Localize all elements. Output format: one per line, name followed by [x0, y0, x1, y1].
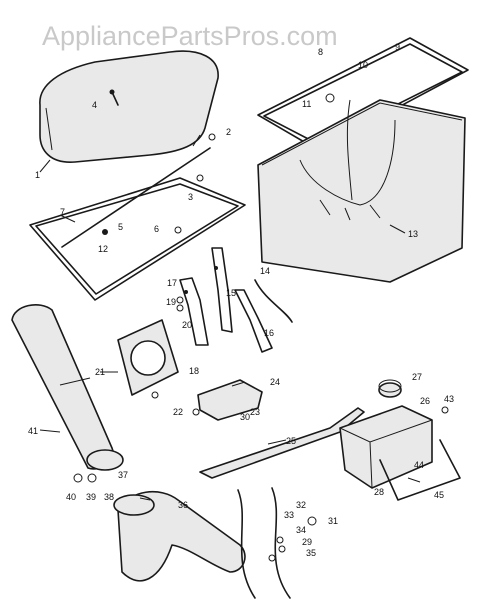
callout-11: 11 [302, 99, 311, 109]
callout-28: 28 [374, 487, 384, 497]
callout-33: 33 [284, 510, 294, 520]
callout-36: 36 [178, 500, 188, 510]
callout-2: 2 [226, 127, 231, 137]
catcher-bag [257, 93, 466, 283]
callout-40: 40 [66, 492, 76, 502]
adapter-bracket [197, 379, 263, 421]
callout-34: 34 [296, 525, 306, 535]
callout-44: 44 [414, 460, 424, 470]
callout-31: 31 [328, 516, 338, 526]
upper-frame-rail [257, 37, 469, 151]
bag-frame [29, 147, 246, 301]
housing-block [339, 405, 461, 501]
watermark-text: AppliancePartsPros.com [42, 21, 338, 51]
callout-labels: 1 2 3 4 5 6 7 8 9 10 11 12 13 14 15 16 1… [28, 42, 454, 558]
callout-39: 39 [86, 492, 96, 502]
leader-lines [39, 134, 421, 501]
callout-9: 9 [395, 42, 400, 52]
callout-5: 5 [118, 222, 123, 232]
callout-29: 29 [302, 537, 312, 547]
callout-30: 30 [240, 412, 250, 422]
callout-10: 10 [358, 60, 368, 70]
callout-22: 22 [173, 407, 183, 417]
discharge-chute [11, 304, 124, 471]
callout-12: 12 [98, 244, 108, 254]
callout-16: 16 [264, 328, 274, 338]
callout-37: 37 [118, 470, 128, 480]
fasteners [73, 133, 449, 562]
callout-15: 15 [226, 288, 236, 298]
callout-19: 19 [166, 297, 176, 307]
bag-clip-11 [325, 93, 335, 103]
callout-43: 43 [444, 394, 454, 404]
callout-4: 4 [92, 100, 97, 110]
callout-41: 41 [28, 426, 38, 436]
mower-blade [199, 407, 365, 479]
callout-24: 24 [270, 377, 280, 387]
callout-23: 23 [250, 407, 260, 417]
callout-14: 14 [260, 266, 270, 276]
callout-6: 6 [154, 224, 159, 234]
callout-21: 21 [95, 367, 105, 377]
callout-17: 17 [167, 278, 177, 288]
mounting-plate [117, 319, 179, 396]
frame-rod-5 [61, 147, 211, 248]
cord [237, 487, 291, 599]
callout-3: 3 [188, 192, 193, 202]
callout-8: 8 [318, 47, 323, 57]
callout-35: 35 [306, 548, 316, 558]
callout-7: 7 [60, 207, 65, 217]
elbow-chute [113, 491, 246, 582]
lid-cover [39, 50, 219, 163]
callout-20: 20 [182, 320, 192, 330]
callout-1: 1 [35, 170, 40, 180]
bracket-assembly [179, 247, 293, 353]
callout-26: 26 [420, 396, 430, 406]
callout-13: 13 [408, 229, 418, 239]
callout-45: 45 [434, 490, 444, 500]
callout-18: 18 [189, 366, 199, 376]
callout-27: 27 [412, 372, 422, 382]
callout-38: 38 [104, 492, 114, 502]
cap [378, 379, 402, 398]
callout-32: 32 [296, 500, 306, 510]
callout-25: 25 [286, 436, 296, 446]
